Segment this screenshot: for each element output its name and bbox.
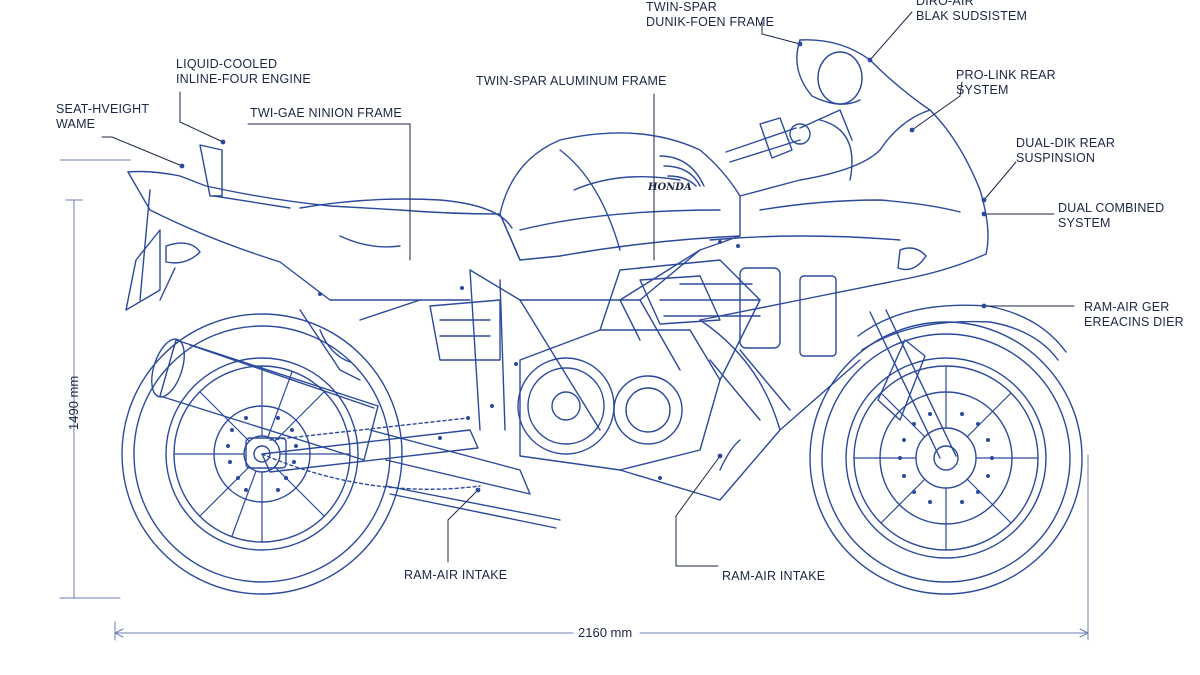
callout-ram-air-intake-right-line1: RAM-AIR INTAKE bbox=[722, 569, 826, 583]
callout-liquid-cooled: LIQUID-COOLED INLINE-FOUR ENGINE bbox=[176, 57, 311, 87]
callout-pro-link: PRO-LINK REAR SYSTEM bbox=[956, 68, 1056, 98]
leader-pro-link bbox=[911, 81, 963, 131]
leader-ram-air-left bbox=[447, 489, 479, 563]
callout-ram-air-intake-left: RAM-AIR INTAKE bbox=[404, 568, 507, 583]
callout-ram-air-ger-line2: EREACINS DIER bbox=[1084, 315, 1184, 329]
twin-spar-frame bbox=[299, 235, 741, 431]
rear-brake-disc-holes bbox=[226, 416, 298, 492]
leader-dual-air bbox=[869, 11, 913, 61]
engine-block bbox=[429, 259, 837, 471]
callout-liquid-cooled-line1: LIQUID-COOLED bbox=[176, 57, 278, 71]
callout-dots bbox=[179, 41, 987, 493]
fuel-tank bbox=[499, 132, 741, 261]
callout-liquid-cooled-line2: INLINE-FOUR ENGINE bbox=[176, 72, 311, 86]
callout-dual-air: DIRO-AIR BLAK SUDSISTEM bbox=[916, 0, 1027, 24]
front-brake-disc-holes bbox=[898, 412, 994, 504]
bolt-details bbox=[318, 240, 740, 480]
height-dimension-label: 1490 mm bbox=[66, 375, 81, 430]
callout-twin-spar-top-line1: TWIN-SPAR bbox=[646, 0, 718, 14]
callout-dual-disk-line1: DUAL-DIK REAR bbox=[1016, 136, 1116, 150]
callout-ram-air-ger: RAM-AIR GER EREACINS DIER bbox=[1084, 300, 1184, 330]
length-dimension-line bbox=[114, 454, 1089, 641]
honda-badge: HONDA bbox=[647, 182, 692, 193]
handlebar bbox=[725, 109, 853, 181]
callout-twin-cage-frame-line1: TWI-GAE NINION FRAME bbox=[250, 106, 402, 120]
callout-pro-link-line1: PRO-LINK REAR bbox=[956, 68, 1056, 82]
callout-dual-disk-line2: SUSPINSION bbox=[1016, 151, 1096, 165]
leader-ram-air-right bbox=[675, 455, 721, 567]
height-dimension-line bbox=[59, 159, 131, 599]
callout-dual-combined-line2: SYSTEM bbox=[1058, 216, 1111, 230]
honda-wing-logo bbox=[659, 155, 705, 187]
callout-seat-height-line2: WAME bbox=[56, 117, 96, 131]
callout-dual-combined: DUAL COMBINED SYSTEM bbox=[1058, 201, 1164, 231]
callout-dual-air-line2: BLAK SUDSISTEM bbox=[916, 9, 1028, 23]
callout-ram-air-ger-line1: RAM-AIR GER bbox=[1084, 300, 1170, 314]
rear-wheel bbox=[121, 313, 403, 595]
callout-twin-spar-aluminum-line1: TWIN-SPAR ALUMINUM FRAME bbox=[476, 74, 667, 88]
callout-ram-air-intake-right: RAM-AIR INTAKE bbox=[722, 569, 825, 584]
callout-dual-combined-line1: DUAL COMBINED bbox=[1058, 201, 1165, 215]
callout-seat-height: SEAT-HVEIGHT WAME bbox=[56, 102, 149, 132]
callout-leaders bbox=[101, 11, 1075, 567]
leader-liquid-cooled bbox=[179, 91, 224, 143]
callout-ram-air-intake-left-line1: RAM-AIR INTAKE bbox=[404, 568, 508, 582]
exhaust-muffler bbox=[151, 338, 561, 529]
callout-twin-spar-top: TWIN-SPAR DUNIK-FOEN FRAME bbox=[646, 0, 774, 30]
callout-pro-link-line2: SYSTEM bbox=[956, 83, 1009, 97]
callout-dual-air-line1: DIRO-AIR bbox=[916, 0, 974, 8]
front-wheel bbox=[809, 321, 1083, 595]
callout-twin-spar-top-line2: DUNIK-FOEN FRAME bbox=[646, 15, 775, 29]
callout-twin-cage-frame: TWI-GAE NINION FRAME bbox=[250, 106, 402, 121]
leader-twin-cage bbox=[247, 123, 411, 261]
callout-seat-height-line1: SEAT-HVEIGHT bbox=[56, 102, 150, 116]
tail-and-seat bbox=[125, 144, 521, 311]
leader-dual-disk bbox=[983, 161, 1017, 201]
callout-dual-disk: DUAL-DIK REAR SUSPINSION bbox=[1016, 136, 1115, 166]
leader-twin-spar-top bbox=[761, 21, 801, 45]
leader-seat-height bbox=[101, 136, 183, 167]
length-dimension-label: 2160 mm bbox=[578, 625, 633, 640]
callout-twin-spar-aluminum: TWIN-SPAR ALUMINUM FRAME bbox=[476, 74, 667, 89]
